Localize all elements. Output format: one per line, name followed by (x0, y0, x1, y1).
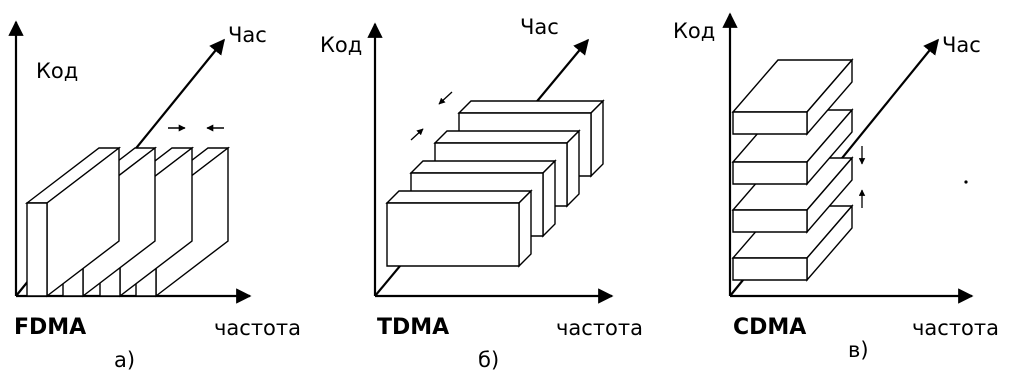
x-axis-label: частота (556, 316, 643, 340)
time-slabs (385, 99, 605, 268)
panel-cdma: Код Час частота CDMA в) (673, 12, 999, 362)
frequency-slabs (24, 146, 231, 298)
z-axis-label: Час (942, 33, 981, 57)
z-axis-label: Час (520, 15, 559, 39)
panel-title: CDMA (733, 315, 806, 340)
y-axis-label: Код (673, 19, 715, 43)
panel-tdma: Код Час частота TDMA б) (320, 15, 643, 372)
gap-arrow-down (438, 91, 453, 105)
panel-letter: б) (478, 348, 499, 372)
panel-letter: в) (848, 338, 869, 362)
x-axis-label: частота (912, 316, 999, 340)
y-axis-label: Код (36, 59, 78, 83)
code-slab (731, 108, 854, 186)
z-axis-label: Час (228, 23, 267, 47)
frequency-slab (24, 146, 122, 298)
time-slab (385, 189, 533, 268)
panel-letter: а) (114, 348, 135, 372)
x-axis-label: частота (214, 316, 301, 340)
y-axis-label: Код (320, 33, 362, 57)
panel-title: TDMA (377, 315, 449, 340)
panel-fdma: Код Час частота FDMA а) (8, 20, 301, 372)
code-slab (731, 58, 854, 136)
dot-mark (964, 180, 968, 184)
code-slabs (731, 58, 854, 282)
panel-title: FDMA (14, 315, 86, 340)
gap-arrow-up (410, 128, 424, 141)
